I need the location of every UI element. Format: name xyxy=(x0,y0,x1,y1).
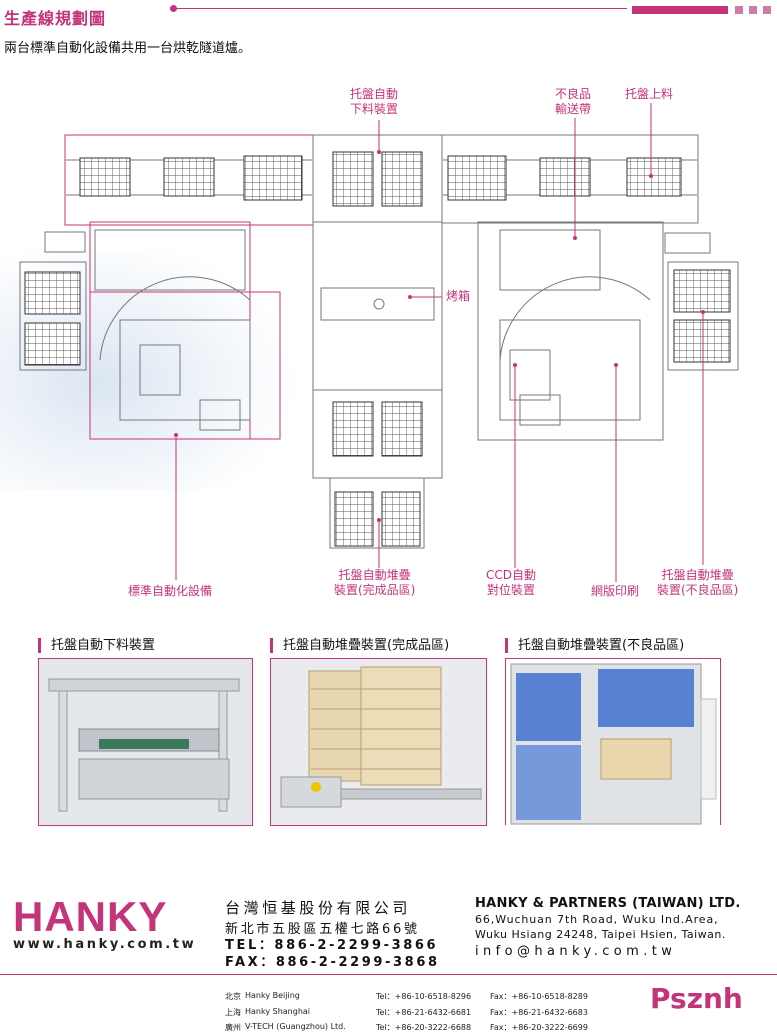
photo-stack-defect-device xyxy=(505,658,721,825)
label-stack-good: 托盤自動堆疊 裝置(完成品區) xyxy=(334,568,415,598)
label-line: 托盤自動堆疊 xyxy=(338,568,411,582)
branch-tel: Tel：+86-20-3222-6688 xyxy=(376,1023,472,1032)
header-square xyxy=(735,6,743,14)
branch-tel: Tel：+86-21-6432-6681 xyxy=(376,1008,472,1017)
branch-name: Hanky Shanghai xyxy=(245,1007,311,1016)
layout-diagram: 托盤自動 下料裝置 不良品 輸送帶 托盤上料 烤箱 標準自動化設備 托盤自動堆疊… xyxy=(0,80,777,610)
stack-good-device-image xyxy=(271,659,486,825)
company-tel: TEL：886-2-2299-3866 xyxy=(225,938,439,953)
label-defect-conveyor: 不良品 輸送帶 xyxy=(555,87,591,117)
company-cn-address: 新北市五股區五權七路66號 xyxy=(225,922,420,937)
label-line: CCD自動 xyxy=(486,568,536,582)
branch-name: Hanky Beijing xyxy=(245,991,300,1000)
label-ccd: CCD自動 對位裝置 xyxy=(486,568,536,598)
header-accent-bar xyxy=(632,6,728,14)
company-url[interactable]: www.hanky.com.tw xyxy=(13,937,197,952)
header-square xyxy=(749,6,757,14)
company-email[interactable]: info@hanky.com.tw xyxy=(475,944,677,959)
label-line: 對位裝置 xyxy=(486,583,535,597)
footer-rule xyxy=(0,974,777,975)
photo-unload-device xyxy=(38,658,253,826)
branch-name: V-TECH (Guangzhou) Ltd. xyxy=(245,1022,346,1031)
header-rule xyxy=(172,8,627,9)
photo-title-stack-good: 托盤自動堆疊裝置(完成品區) xyxy=(270,638,449,653)
label-line: 托盤自動堆疊 xyxy=(661,568,734,582)
company-en-name: HANKY & PARTNERS (TAIWAN) LTD. xyxy=(475,896,741,911)
label-line: 裝置(完成品區) xyxy=(334,583,416,597)
company-en-address-2: Wuku Hsiang 24248, Taipei Hsien, Taiwan. xyxy=(475,928,726,941)
branch-city: 北京 xyxy=(225,992,241,1001)
company-en-address-1: 66,Wuchuan 7th Road, Wuku Ind.Area, xyxy=(475,913,719,926)
company-fax: FAX：886-2-2299-3868 xyxy=(225,955,440,970)
branch-fax: Fax：+86-21-6432-6683 xyxy=(490,1008,588,1017)
label-line: 輸送帶 xyxy=(555,102,592,116)
branch-fax: Fax：+86-20-3222-6699 xyxy=(490,1023,588,1032)
page-title: 生產線規劃圖 xyxy=(4,9,107,28)
hanky-logo: HANKY xyxy=(13,893,168,940)
branch-tel: Tel：+86-10-6518-8296 xyxy=(376,992,472,1001)
label-tray-load: 托盤上料 xyxy=(625,87,674,101)
label-screen-print: 網版印刷 xyxy=(591,584,640,598)
watermark-logo: Psznh xyxy=(650,982,743,1015)
label-line: 下料裝置 xyxy=(350,102,399,116)
stack-defect-device-image xyxy=(506,659,720,825)
unload-device-image xyxy=(39,659,252,825)
branch-city: 廣州 xyxy=(225,1023,241,1032)
page-subtitle: 兩台標準自動化設備共用一台烘乾隧道爐。 xyxy=(4,41,252,56)
header-square xyxy=(763,6,771,14)
label-standard-equipment: 標準自動化設備 xyxy=(128,584,213,598)
label-tray-unload: 托盤自動 下料裝置 xyxy=(350,87,398,117)
label-stack-defect: 托盤自動堆疊 裝置(不良品區) xyxy=(657,568,738,598)
layout-drawing xyxy=(0,103,739,582)
photo-title-stack-defect: 托盤自動堆疊裝置(不良品區) xyxy=(505,638,684,653)
company-cn-name: 台灣恒基股份有限公司 xyxy=(225,899,412,917)
branch-fax: Fax：+86-10-6518-8289 xyxy=(490,992,588,1001)
photo-stack-good-device xyxy=(270,658,487,826)
label-oven: 烤箱 xyxy=(446,289,471,303)
label-line: 托盤自動 xyxy=(350,87,399,101)
label-line: 裝置(不良品區) xyxy=(657,583,739,597)
photo-title-unload: 托盤自動下料裝置 xyxy=(38,638,155,653)
branch-city: 上海 xyxy=(225,1008,241,1017)
label-line: 不良品 xyxy=(555,87,592,101)
